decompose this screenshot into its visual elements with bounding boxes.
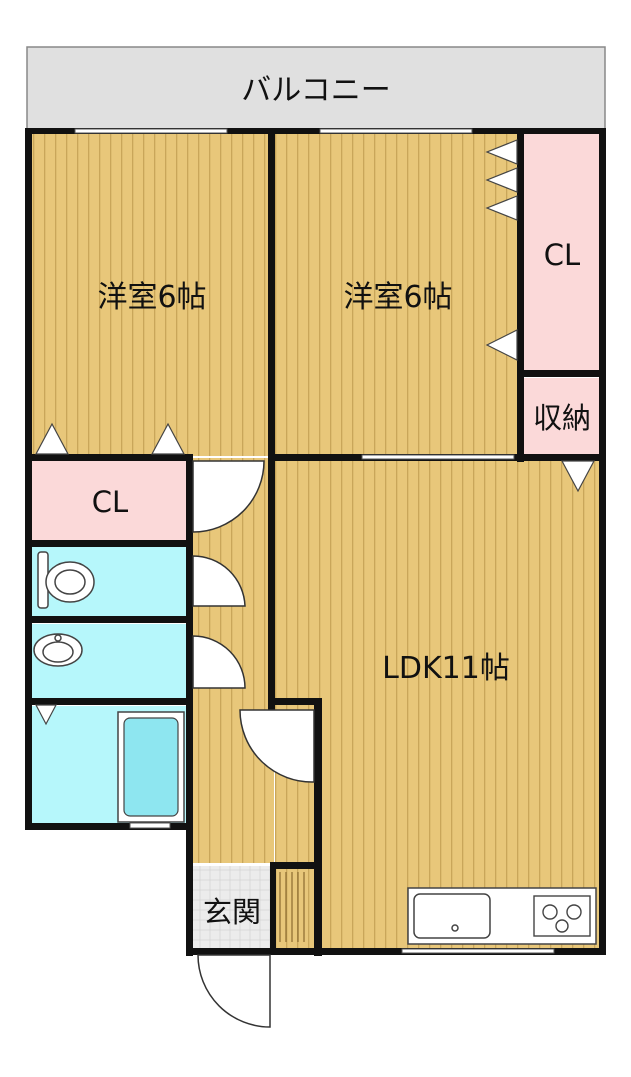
step-floor (274, 868, 318, 946)
storage (524, 378, 600, 456)
closet-left-label: CL (92, 485, 128, 519)
balcony: バルコニー (26, 46, 606, 132)
ldk-label: LDK11帖 (382, 651, 510, 686)
entrance-label: 玄関 (203, 895, 261, 929)
western-room-left-label: 洋室6帖 (97, 280, 206, 315)
toilet-icon (37, 551, 95, 609)
closet-doors (35, 139, 595, 726)
entrance-step (279, 872, 305, 942)
western-room-right-label: 洋室6帖 (343, 280, 452, 315)
ldk-floor (275, 460, 603, 950)
windows (74, 128, 555, 954)
sink-icon (413, 893, 491, 939)
balcony-label: バルコニー (241, 73, 390, 108)
western-room-left-floor (31, 134, 271, 456)
western-room-right-floor (275, 134, 523, 456)
doors (192, 460, 315, 1028)
stove-icon (533, 895, 591, 937)
closet-right (524, 134, 600, 372)
walls (25, 128, 606, 956)
closet-left (31, 460, 187, 542)
washbasin-icon (33, 633, 83, 667)
closet-right-label: CL (544, 238, 580, 272)
entrance-floor (192, 866, 272, 948)
bathtub-icon (117, 711, 185, 823)
storage-label: 収納 (533, 401, 591, 435)
